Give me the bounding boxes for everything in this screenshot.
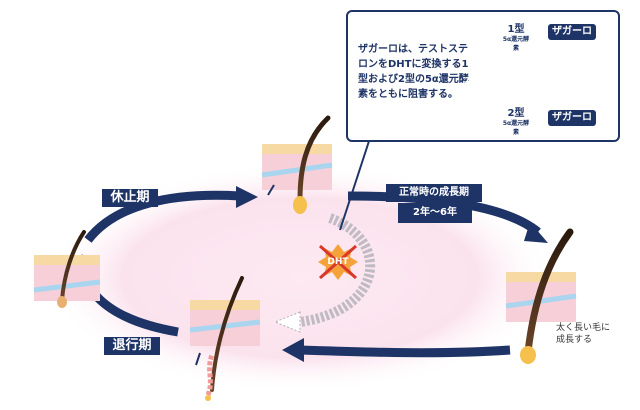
callout-dht-label: DHT: [570, 58, 600, 72]
hair-follicle-right: [505, 228, 577, 364]
long-hair-note: 太く長い毛に 成長する: [556, 323, 611, 345]
growth-title-label: 正常時の成長期: [399, 187, 469, 198]
arrow-bottom: [299, 345, 511, 358]
growth-years-box: [398, 203, 472, 223]
arrow-head-growth: [524, 222, 548, 243]
callout-testosterone-label: テスト ステロン: [461, 65, 498, 87]
hair-follicle-bottom: [189, 276, 261, 401]
growth-title-banner: [386, 184, 482, 202]
center-dht-blocked: [318, 244, 358, 280]
callout-type1-label: 1型: [507, 24, 525, 35]
callout-type2-sub: 5α還元酵素: [502, 120, 530, 136]
regress-phase-banner: [104, 337, 160, 355]
growth-years-label: 2年〜6年: [413, 207, 457, 218]
dashed-inner-arrow: [299, 213, 376, 327]
callout-description: ザガーロは、テストステロンをDHTに変換する1型および2型の5α還元酵素をともに…: [358, 44, 469, 100]
zagallo-tag-bottom: ザガーロ: [548, 110, 596, 126]
callout-type2-label: 2型: [507, 108, 525, 119]
regress-phase-label: 退行期: [112, 338, 152, 353]
callout-type1-sub: 5α還元酵素: [502, 36, 530, 52]
arrow-head-rest: [236, 186, 258, 208]
arrow-head-bottom: [282, 338, 304, 362]
callout-pointer: [339, 137, 371, 231]
hair-follicle-left: [33, 230, 101, 308]
dashed-arrow-head: [273, 311, 301, 333]
hair-follicle-top: [261, 115, 333, 214]
center-dht-label: DHT: [327, 257, 349, 267]
zagallo-tag-top: ザガーロ: [548, 24, 596, 40]
rest-phase-label: 休止期: [110, 190, 150, 205]
rest-phase-banner: [102, 189, 158, 207]
